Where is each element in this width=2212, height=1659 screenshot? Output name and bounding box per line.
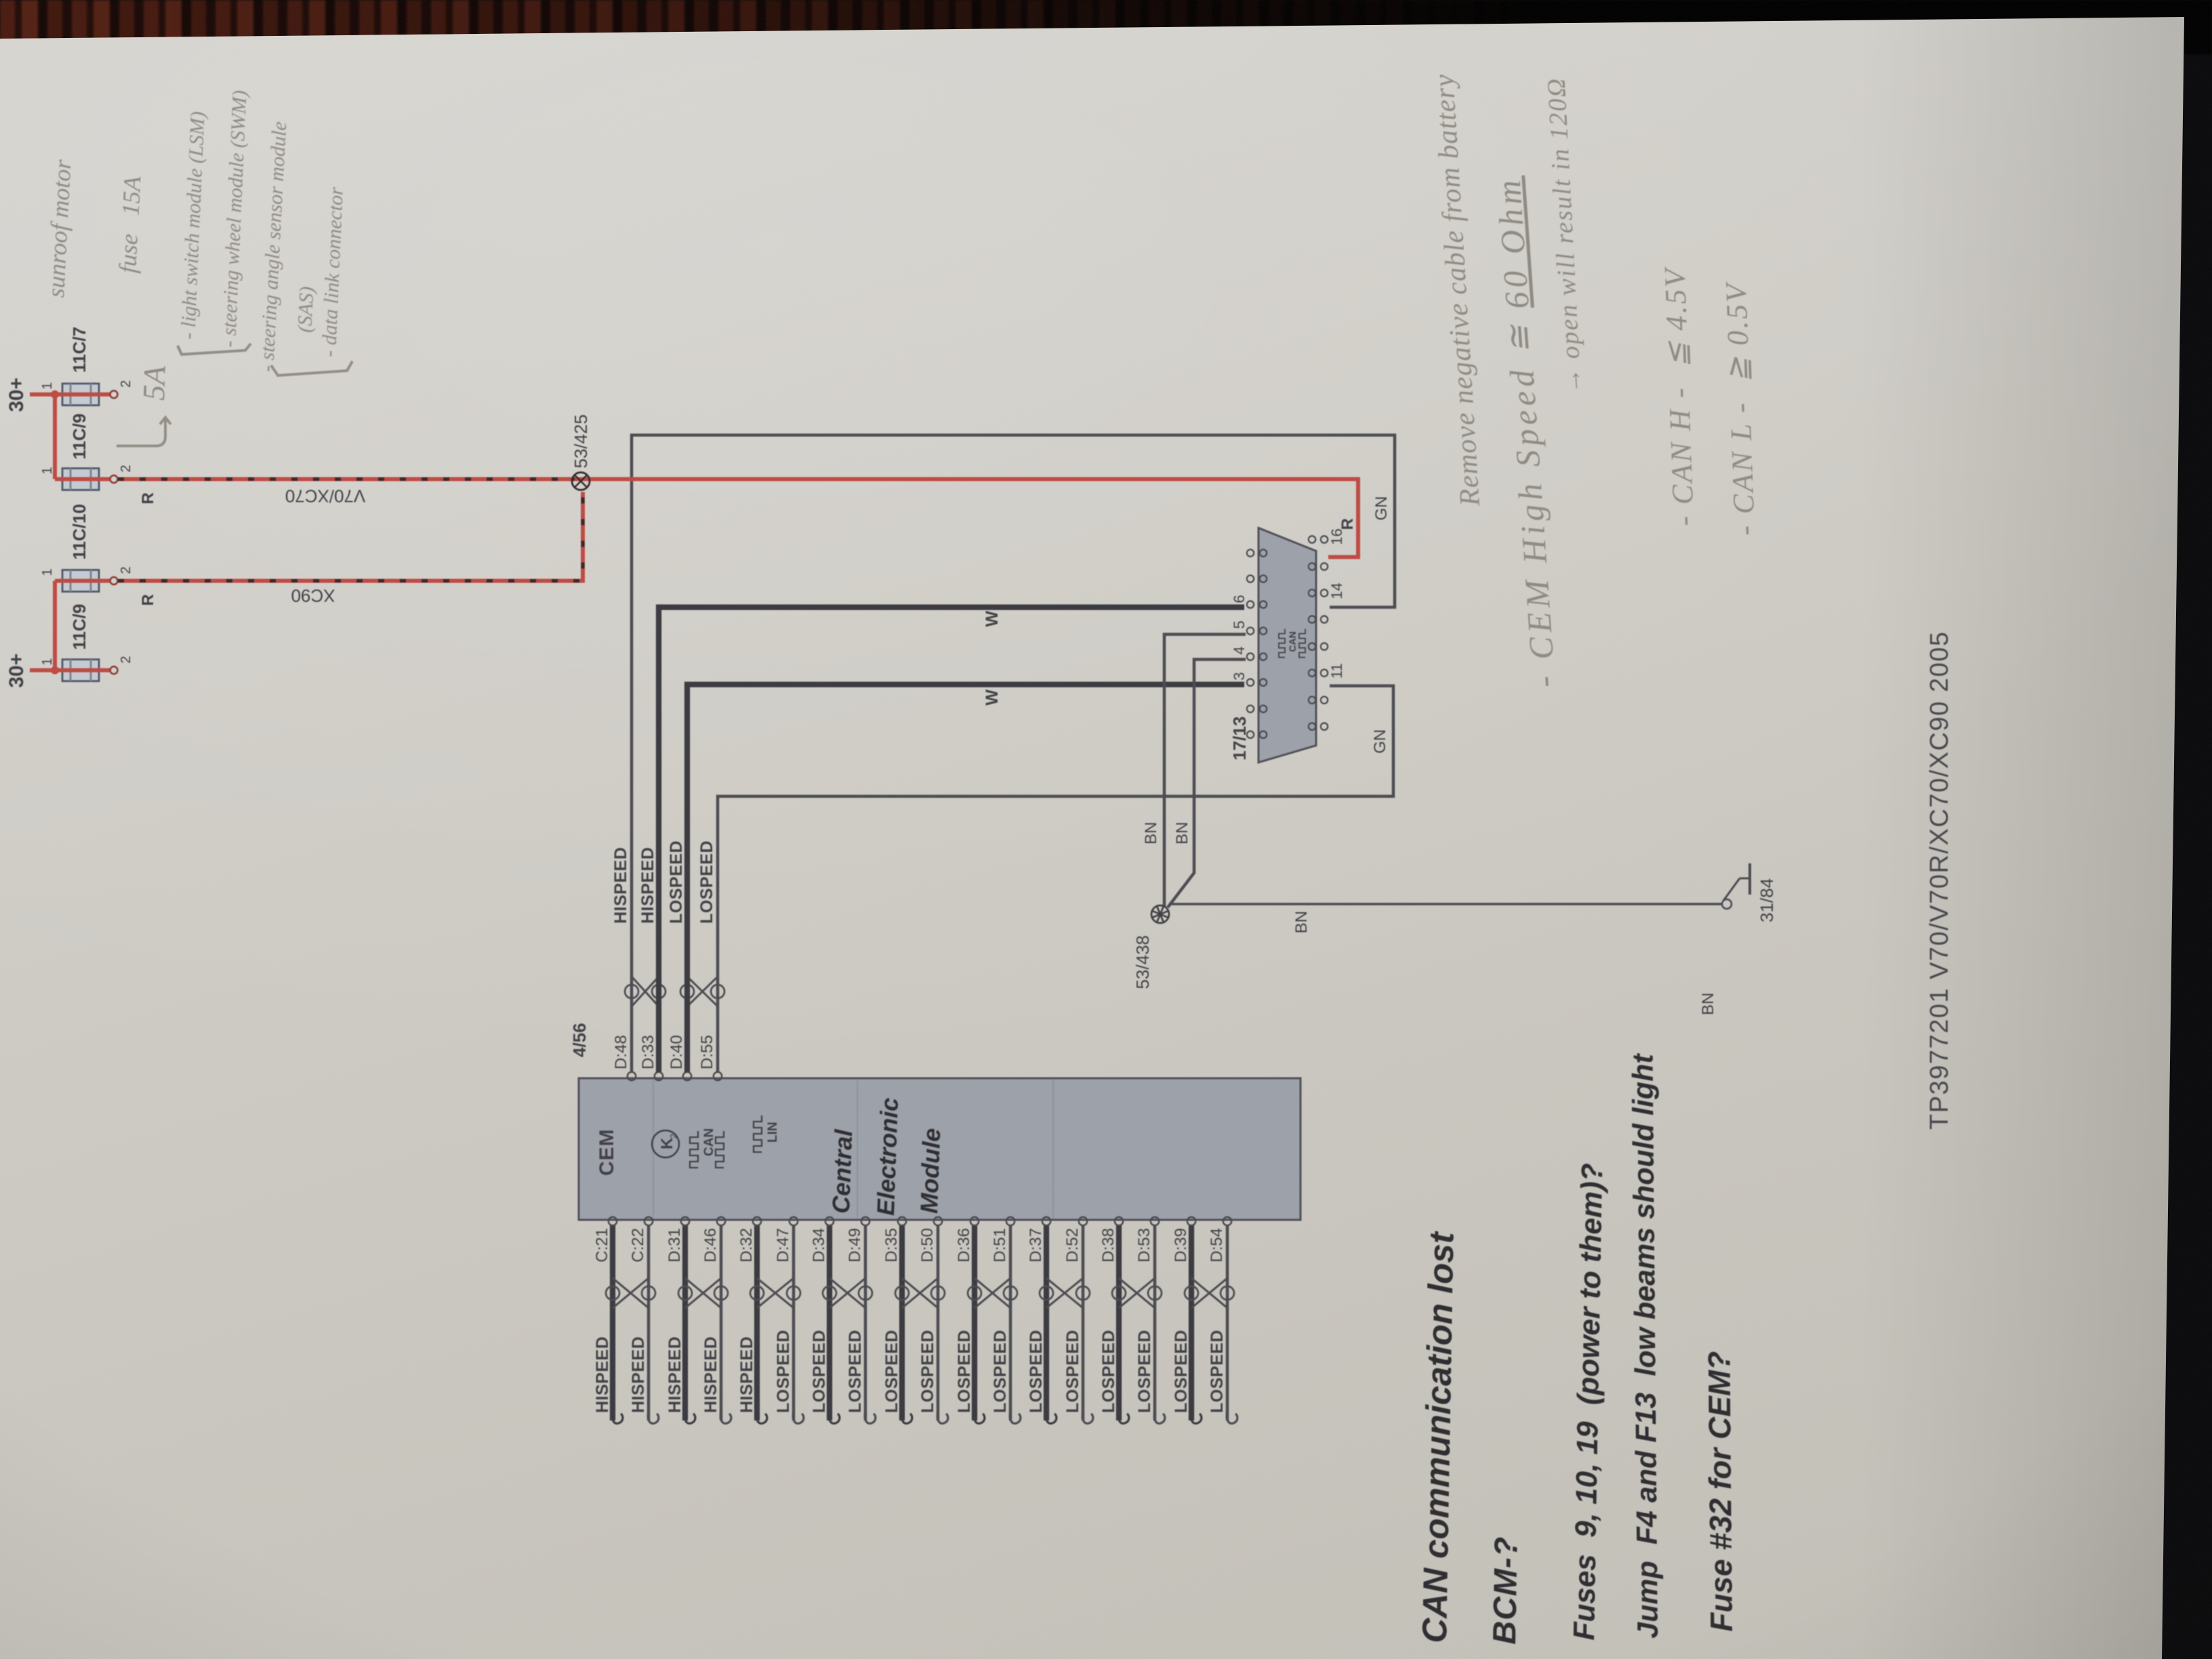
svg-text:LOSPEED: LOSPEED bbox=[774, 1330, 793, 1413]
svg-text:BN: BN bbox=[1292, 911, 1311, 933]
svg-text:HISPEED: HISPEED bbox=[737, 1336, 756, 1413]
svg-text:XC90: XC90 bbox=[291, 586, 335, 606]
svg-text:D:33: D:33 bbox=[639, 1035, 657, 1069]
svg-text:CEM: CEM bbox=[596, 1128, 618, 1176]
svg-text:HISPEED: HISPEED bbox=[638, 847, 657, 924]
svg-text:CAN: CAN bbox=[702, 1128, 716, 1156]
svg-text:D:50: D:50 bbox=[918, 1228, 937, 1263]
svg-text:30+: 30+ bbox=[5, 653, 28, 688]
svg-text:D:35: D:35 bbox=[882, 1228, 901, 1263]
svg-text:16: 16 bbox=[1328, 529, 1345, 545]
svg-text:2: 2 bbox=[119, 567, 134, 574]
svg-text:11: 11 bbox=[1328, 663, 1345, 679]
svg-text:D:53: D:53 bbox=[1135, 1228, 1153, 1263]
svg-text:D:55: D:55 bbox=[698, 1035, 716, 1069]
svg-text:D:54: D:54 bbox=[1208, 1228, 1226, 1263]
svg-text:3: 3 bbox=[1231, 672, 1248, 680]
svg-text:LOSPEED: LOSPEED bbox=[846, 1330, 865, 1413]
svg-text:D:36: D:36 bbox=[955, 1228, 973, 1263]
svg-text:4: 4 bbox=[1231, 647, 1248, 655]
svg-text:HISPEED: HISPEED bbox=[701, 1336, 720, 1413]
svg-text:LOSPEED: LOSPEED bbox=[955, 1330, 974, 1413]
svg-text:C:22: C:22 bbox=[629, 1228, 647, 1263]
svg-text:6: 6 bbox=[1231, 595, 1248, 603]
svg-text:LOSPEED: LOSPEED bbox=[918, 1330, 937, 1413]
svg-text:TP3977201 V70/V70R/XC70/XC90 2: TP3977201 V70/V70R/XC70/XC90 2005 bbox=[1925, 631, 1954, 1130]
svg-text:4/56: 4/56 bbox=[569, 1023, 590, 1057]
svg-text:5: 5 bbox=[1231, 621, 1248, 629]
svg-text:C:21: C:21 bbox=[593, 1228, 611, 1263]
svg-text:LOSPEED: LOSPEED bbox=[991, 1330, 1010, 1413]
svg-text:LOSPEED: LOSPEED bbox=[1099, 1330, 1118, 1413]
svg-text:V70/XC70: V70/XC70 bbox=[285, 486, 366, 506]
svg-text:D:34: D:34 bbox=[810, 1228, 828, 1263]
svg-text:LOSPEED: LOSPEED bbox=[697, 840, 716, 924]
svg-text:BN: BN bbox=[1699, 993, 1717, 1015]
svg-text:D:51: D:51 bbox=[991, 1228, 1009, 1263]
svg-text:31/84: 31/84 bbox=[1757, 878, 1777, 922]
svg-text:W: W bbox=[983, 689, 1002, 705]
svg-text:11C/10: 11C/10 bbox=[69, 504, 89, 560]
svg-text:LOSPEED: LOSPEED bbox=[882, 1330, 901, 1413]
svg-text:14: 14 bbox=[1328, 583, 1345, 599]
svg-text:D:39: D:39 bbox=[1172, 1228, 1190, 1263]
svg-text:D:37: D:37 bbox=[1027, 1228, 1045, 1263]
svg-text:LOSPEED: LOSPEED bbox=[1208, 1330, 1227, 1413]
svg-text:53/438: 53/438 bbox=[1132, 935, 1153, 989]
svg-text:1: 1 bbox=[40, 569, 55, 576]
svg-text:D:40: D:40 bbox=[668, 1035, 686, 1069]
svg-text:D:38: D:38 bbox=[1099, 1228, 1118, 1263]
svg-text:D:47: D:47 bbox=[774, 1228, 792, 1263]
svg-text:D:48: D:48 bbox=[612, 1035, 630, 1069]
svg-text:2: 2 bbox=[119, 465, 134, 472]
svg-text:LOSPEED: LOSPEED bbox=[1135, 1330, 1154, 1413]
svg-text:CAN: CAN bbox=[1287, 632, 1298, 652]
svg-text:HISPEED: HISPEED bbox=[611, 847, 630, 924]
svg-text:2: 2 bbox=[119, 380, 134, 388]
svg-text:1: 1 bbox=[40, 467, 55, 474]
svg-text:D:31: D:31 bbox=[665, 1228, 684, 1263]
svg-text:R: R bbox=[139, 594, 157, 606]
svg-text:GN: GN bbox=[1372, 496, 1391, 520]
svg-text:LIN: LIN bbox=[766, 1122, 780, 1143]
svg-text:R: R bbox=[1338, 518, 1357, 530]
svg-text:17/13: 17/13 bbox=[1229, 716, 1250, 760]
svg-text:11C/7: 11C/7 bbox=[69, 327, 89, 373]
svg-text:HISPEED: HISPEED bbox=[593, 1336, 612, 1413]
svg-text:2: 2 bbox=[119, 656, 134, 663]
svg-text:LOSPEED: LOSPEED bbox=[810, 1330, 829, 1413]
svg-text:D:32: D:32 bbox=[737, 1228, 756, 1263]
svg-text:BN: BN bbox=[1142, 822, 1160, 844]
svg-text:HISPEED: HISPEED bbox=[629, 1336, 648, 1413]
svg-text:D:49: D:49 bbox=[846, 1228, 864, 1263]
svg-text:GN: GN bbox=[1371, 729, 1389, 754]
svg-text:11C/9: 11C/9 bbox=[69, 604, 89, 650]
svg-text:2: 2 bbox=[668, 1134, 678, 1139]
svg-text:HISPEED: HISPEED bbox=[665, 1336, 684, 1413]
svg-text:LOSPEED: LOSPEED bbox=[1063, 1330, 1082, 1413]
svg-text:11C/9: 11C/9 bbox=[69, 413, 89, 459]
svg-text:BN: BN bbox=[1173, 822, 1191, 844]
svg-text:R: R bbox=[139, 493, 157, 504]
svg-text:LOSPEED: LOSPEED bbox=[667, 840, 686, 924]
svg-text:1: 1 bbox=[40, 382, 55, 390]
svg-text:D:46: D:46 bbox=[701, 1228, 720, 1263]
svg-text:LOSPEED: LOSPEED bbox=[1172, 1330, 1191, 1413]
svg-text:D:52: D:52 bbox=[1063, 1228, 1082, 1263]
svg-text:W: W bbox=[983, 611, 1002, 627]
svg-text:K: K bbox=[658, 1137, 676, 1149]
svg-text:1: 1 bbox=[40, 658, 55, 665]
svg-text:LOSPEED: LOSPEED bbox=[1027, 1330, 1046, 1413]
svg-text:53/425: 53/425 bbox=[571, 414, 591, 468]
svg-text:30+: 30+ bbox=[5, 377, 28, 412]
